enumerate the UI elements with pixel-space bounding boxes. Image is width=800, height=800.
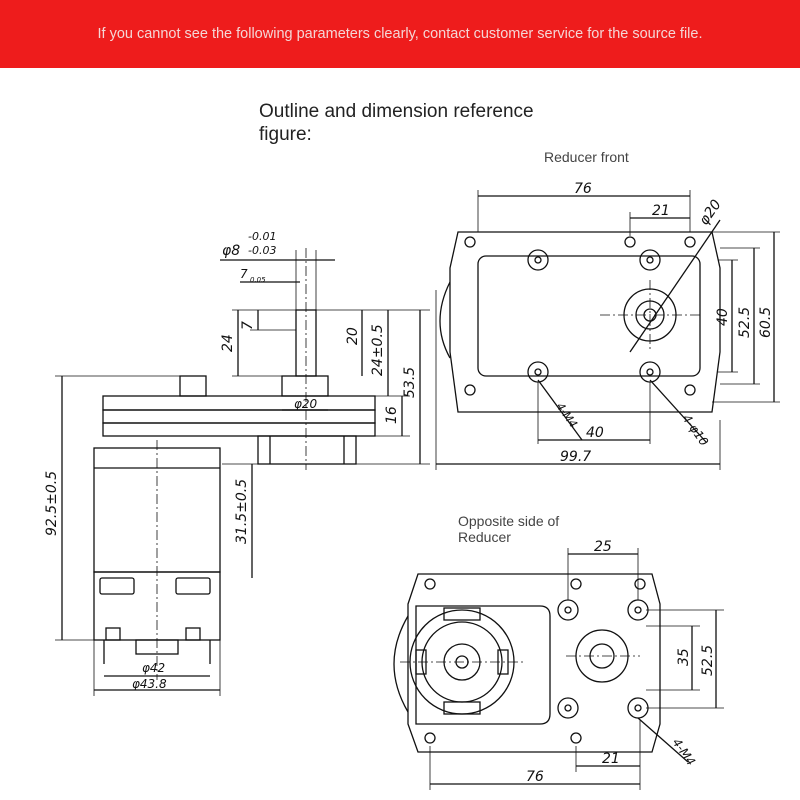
gear-boss — [179, 375, 207, 397]
dimension-labels: φ8 -0.01 -0.03 7 0.05 24 7 20 24±0.5 53.… — [44, 181, 774, 785]
front-motor-bulge — [439, 281, 451, 359]
banner-text: If you cannot see the following paramete… — [97, 26, 703, 42]
dim-4m4-back: 4-M4 — [670, 736, 699, 769]
side-view — [55, 248, 430, 696]
dim-shaft-tol-lower: -0.03 — [248, 244, 276, 257]
back-motor-plate — [415, 605, 551, 725]
dim-21-front: 21 — [652, 203, 670, 219]
dim-shaft-diameter: φ8 — [222, 243, 240, 259]
dim-phi43-8: φ43.8 — [132, 677, 167, 691]
back-housing — [407, 573, 661, 753]
dim-20: 20 — [345, 327, 361, 345]
back-motor-bulge — [393, 615, 409, 713]
dim-flat-tol: 0.05 — [250, 276, 266, 284]
dim-99-7: 99.7 — [560, 449, 591, 465]
dim-phi20-front: φ20 — [696, 197, 725, 228]
dim-31-5: 31.5±0.5 — [234, 479, 250, 544]
dim-53-5: 53.5 — [402, 367, 418, 398]
dim-52-5-front: 52.5 — [737, 307, 753, 338]
label-reducer-front: Reducer front — [544, 149, 629, 165]
shaft-collar — [281, 375, 329, 397]
motor-vent-right — [175, 577, 211, 595]
page-title: Outline and dimension reference figure: — [259, 101, 534, 145]
gearbox-plate-top — [102, 395, 376, 411]
back-terminal-top — [443, 607, 481, 621]
dim-35: 35 — [676, 648, 692, 666]
dim-7: 7 — [240, 321, 256, 330]
front-housing — [449, 231, 721, 413]
back-terminal-bottom — [443, 701, 481, 715]
terminal-right — [185, 627, 201, 641]
motor-bearing-boss — [135, 639, 179, 655]
back-view — [393, 548, 724, 790]
front-view — [435, 190, 780, 470]
dim-76-front: 76 — [574, 181, 592, 197]
dim-76-back: 76 — [526, 769, 544, 785]
label-reducer-opposite: Opposite side of Reducer — [458, 513, 560, 545]
dim-4phi10: 4-φ10 — [680, 412, 712, 449]
dim-21-back: 21 — [602, 751, 620, 767]
dim-60-5: 60.5 — [758, 307, 774, 338]
gearbox-plate-bottom — [102, 422, 376, 437]
front-corner-hole — [464, 236, 476, 248]
gearbox-plate-middle — [102, 409, 376, 424]
dim-24-5: 24±0.5 — [370, 324, 386, 376]
dim-16: 16 — [384, 406, 400, 424]
dim-24: 24 — [220, 334, 236, 352]
dim-phi20-side: φ20 — [294, 397, 318, 411]
dim-40-vertical: 40 — [715, 308, 731, 326]
dim-40-horizontal: 40 — [586, 425, 604, 441]
front-mount-hole — [527, 249, 549, 271]
motor-vent-left — [99, 577, 135, 595]
banner: If you cannot see the following paramete… — [0, 0, 800, 68]
dim-92-5: 92.5±0.5 — [44, 471, 60, 536]
dim-52-5-back: 52.5 — [700, 645, 716, 676]
dim-25: 25 — [594, 539, 612, 555]
dim-4m4-front: 4-M4 — [554, 400, 580, 430]
lower-boss — [257, 435, 357, 465]
back-mount-hole — [557, 599, 579, 621]
dim-phi42: φ42 — [142, 661, 165, 675]
terminal-left — [105, 627, 121, 641]
dim-shaft-tol-upper: -0.01 — [248, 230, 276, 243]
dim-flat: 7 — [240, 267, 248, 281]
front-inner-plate — [477, 255, 701, 377]
